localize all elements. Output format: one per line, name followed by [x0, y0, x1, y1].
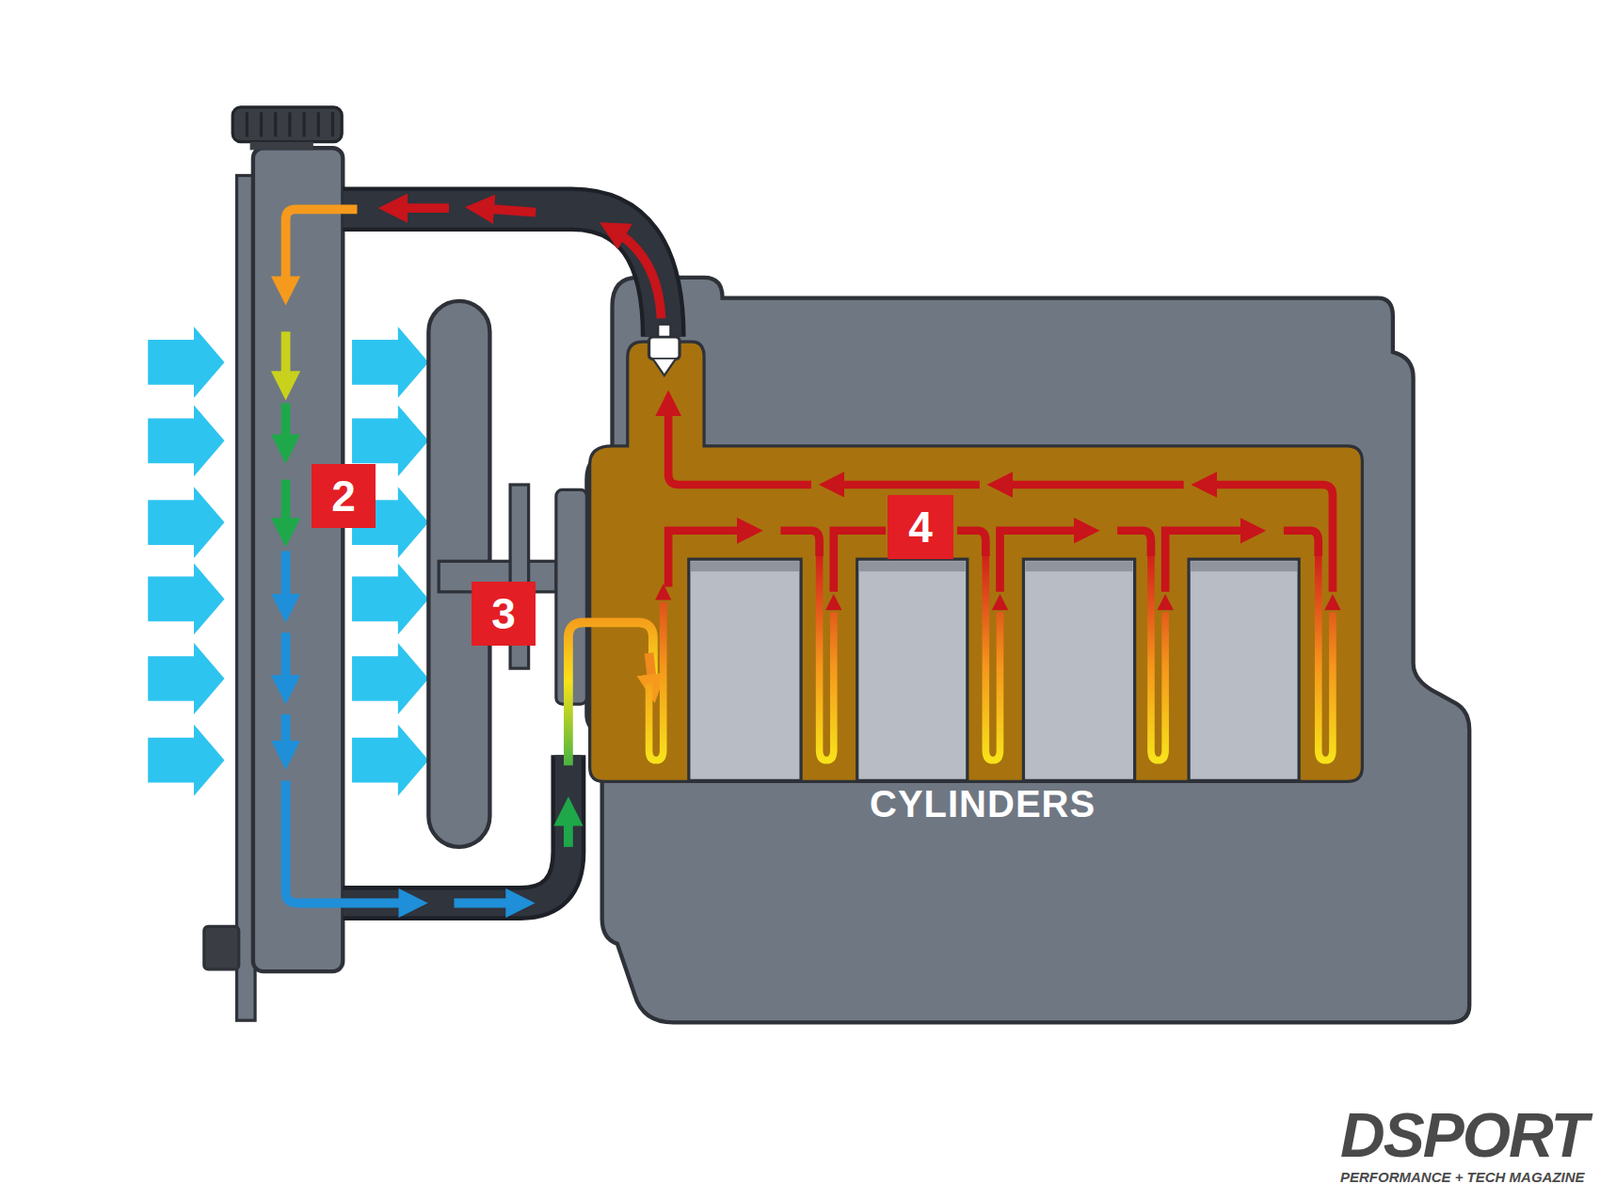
callout-number: 2 [311, 464, 376, 528]
callout-number: 3 [471, 581, 536, 646]
watermark-tagline: PERFORMANCE + TECH MAGAZINE [1340, 1168, 1585, 1185]
callout-number: 4 [887, 495, 954, 560]
part-label: CYLINDERS [869, 783, 1096, 826]
watermark-logo: DSPORT [1340, 1099, 1587, 1171]
